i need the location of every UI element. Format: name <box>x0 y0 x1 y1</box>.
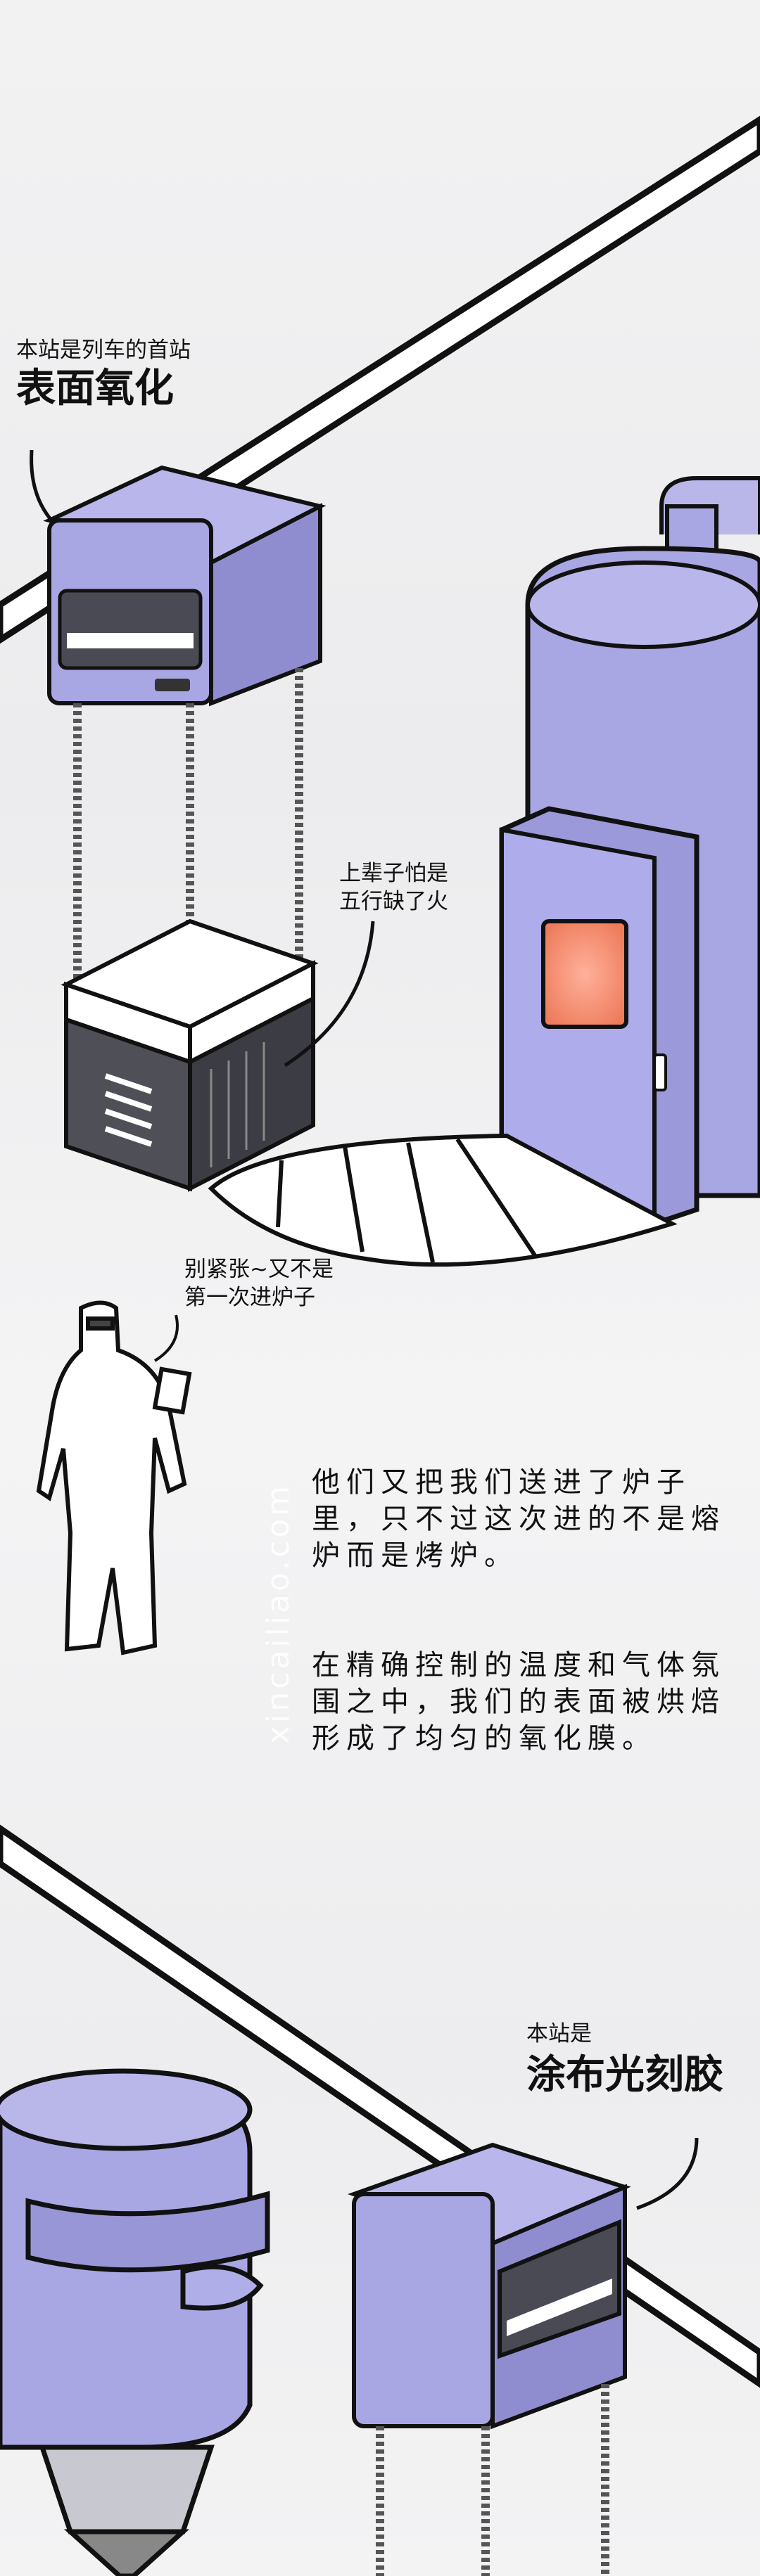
station1-subtitle: 本站是列车的首站 <box>16 338 191 363</box>
wafer-carrier <box>43 465 327 1192</box>
narration-paragraph-2: 在精确控制的温度和气体氛围之中，我们的表面被烘焙形成了均匀的氧化膜。 <box>312 1649 726 1755</box>
callout-line <box>284 921 375 1068</box>
station1-title: 表面氧化 <box>16 366 174 411</box>
cleanroom-worker <box>36 1300 192 1655</box>
callout-line <box>153 1314 179 1362</box>
station2-subtitle: 本站是 <box>526 2021 592 2046</box>
watermark: xincailiao.com <box>260 1482 296 1744</box>
speech-bubble-worker: 别紧张~又不是 第一次进炉子 <box>184 1257 334 1310</box>
conveyor-floor <box>208 1133 678 1267</box>
station2-title: 涂布光刻胶 <box>526 2052 723 2098</box>
photoresist-bottle <box>0 2068 270 2576</box>
callout-line <box>636 2137 699 2210</box>
wafer-carrier-2 <box>348 2142 631 2576</box>
speech-bubble-furnace: 上辈子怕是 五行缺了火 <box>339 861 448 914</box>
oven-furnace <box>499 476 760 1227</box>
narration-paragraph-1: 他们又把我们送进了炉子里，只不过这次进的不是熔炉而是烤炉。 <box>312 1466 726 1572</box>
